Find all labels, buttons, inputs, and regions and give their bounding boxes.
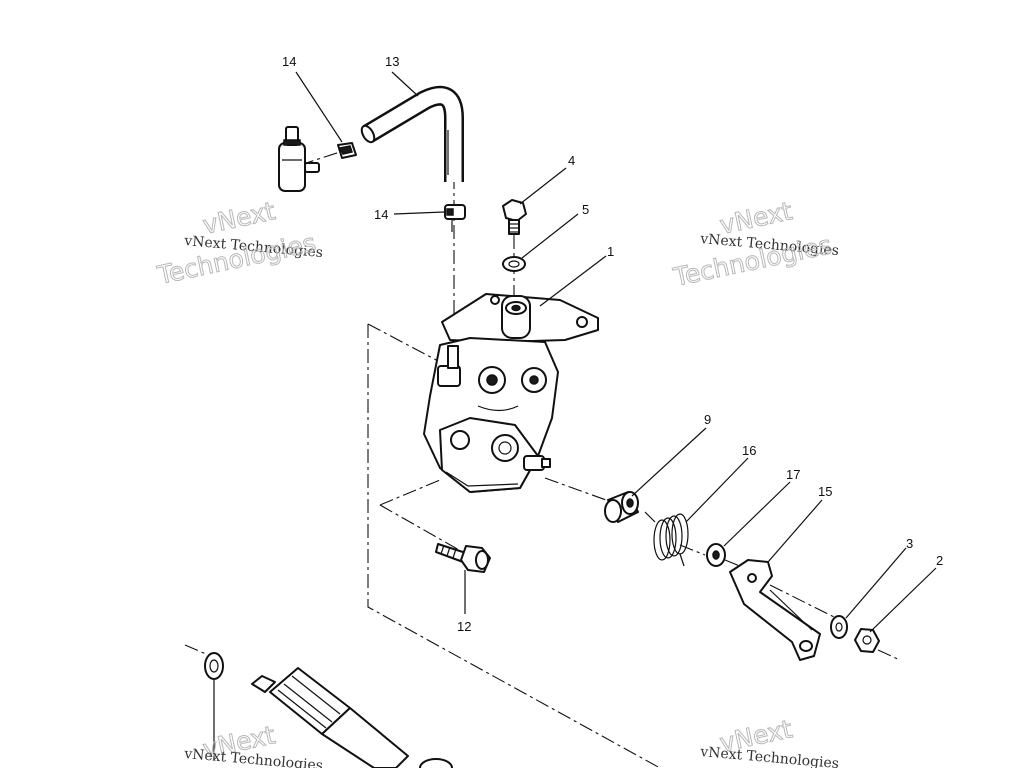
bolt-12 [435, 543, 491, 573]
spring-16 [644, 511, 689, 567]
watermark-top-left: vNext vNext Technologies Technologies [154, 196, 324, 291]
oil-pump [423, 293, 599, 493]
drive-gear-shaft [204, 652, 453, 768]
watermark-top-right: vNext vNext Technologies Technologies [670, 196, 840, 293]
washer-17 [706, 543, 726, 567]
callout-5: 5 [582, 202, 589, 217]
washer-5 [502, 256, 526, 272]
watermark-bottom-left: vNext vNext Technologies [183, 720, 324, 768]
callout-numbers: 14 13 14 4 5 1 9 16 17 15 3 2 12 [282, 54, 943, 634]
nut-2 [854, 628, 880, 653]
callout-17: 17 [786, 467, 800, 482]
callout-12: 12 [457, 619, 471, 634]
washer-3 [830, 615, 848, 639]
hose-clamp-middle [444, 204, 466, 232]
control-lever-15 [729, 559, 821, 661]
oil-hose [360, 85, 464, 182]
callout-9: 9 [704, 412, 711, 427]
callout-15: 15 [818, 484, 832, 499]
leader-lines [295, 71, 937, 633]
callout-14-top: 14 [282, 54, 296, 69]
watermark-vnext: vNext [200, 196, 278, 240]
callout-16: 16 [742, 443, 756, 458]
watermark-bottom-right: vNext vNext Technologies [699, 714, 840, 768]
bolt-4 [502, 199, 527, 235]
callout-4: 4 [568, 153, 575, 168]
callout-1: 1 [607, 244, 614, 259]
callout-2: 2 [936, 553, 943, 568]
callout-14-middle: 14 [374, 207, 388, 222]
breather-fitting [278, 126, 320, 192]
roller-9 [604, 491, 639, 523]
callout-3: 3 [906, 536, 913, 551]
callout-13: 13 [385, 54, 399, 69]
hose-clamp-top [337, 142, 357, 159]
